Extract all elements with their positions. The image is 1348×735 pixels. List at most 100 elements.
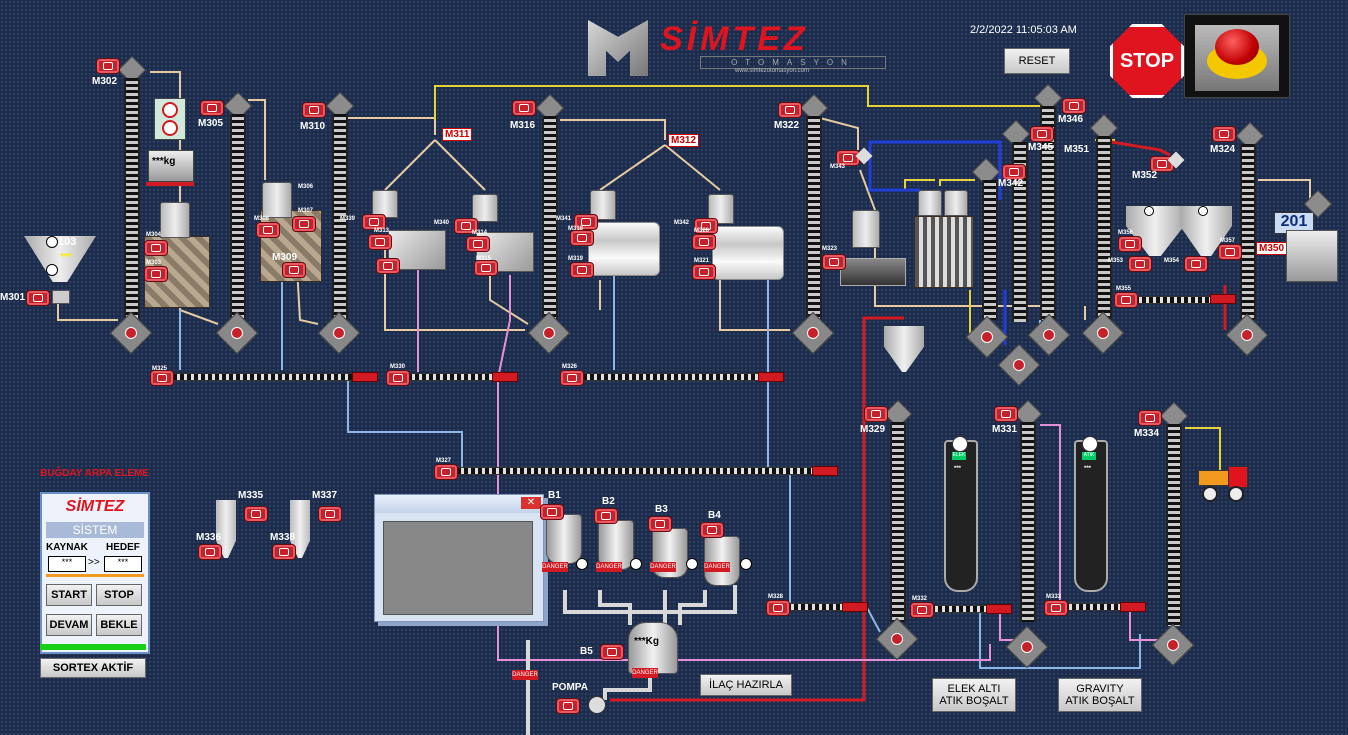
motor-m323[interactable]: [822, 254, 846, 270]
elek-alti-line2: ATIK BOŞALT: [939, 695, 1009, 707]
gate-m326[interactable]: [758, 372, 784, 382]
bekle-button[interactable]: BEKLE: [96, 614, 142, 636]
motor-m340-label: M340: [434, 220, 450, 226]
motor-b5[interactable]: [600, 644, 624, 660]
motor-m342[interactable]: [1002, 164, 1026, 180]
motor-b2[interactable]: [594, 508, 618, 524]
motor-m314[interactable]: [466, 236, 490, 252]
ilac-hazirla-button[interactable]: İLAÇ HAZIRLA: [700, 674, 792, 696]
silo-m336-icon: [216, 500, 236, 558]
motor-m345-label: M345: [1028, 142, 1054, 153]
elevator-2: [230, 114, 246, 320]
pump-motor[interactable]: [556, 698, 580, 714]
motor-m325[interactable]: [150, 370, 174, 386]
motor-m303[interactable]: [144, 266, 168, 282]
motor-m336[interactable]: [198, 544, 222, 560]
motor-m320[interactable]: [692, 234, 716, 250]
motor-m319[interactable]: [570, 262, 594, 278]
motor-m330-label: M330: [390, 364, 406, 370]
mix-tank-reading: ***Kg: [634, 636, 660, 647]
motor-m304[interactable]: [144, 240, 168, 256]
motor-m334[interactable]: [1138, 410, 1162, 426]
popup-titlebar[interactable]: [375, 495, 543, 513]
motor-m355[interactable]: [1114, 292, 1138, 308]
motor-m310[interactable]: [302, 102, 326, 118]
motor-m326[interactable]: [560, 370, 584, 386]
gate-m325[interactable]: [352, 372, 378, 382]
roller-mill-1: [588, 222, 660, 276]
motor-m313[interactable]: [368, 234, 392, 250]
gate-m332[interactable]: [986, 604, 1012, 614]
splitter-m312[interactable]: M312: [668, 134, 700, 147]
motor-m324[interactable]: [1212, 126, 1236, 142]
panel-hedef-field[interactable]: ***: [104, 556, 142, 572]
motor-b1[interactable]: [540, 504, 564, 520]
panel-kaynak-field[interactable]: ***: [48, 556, 86, 572]
motor-m307[interactable]: [292, 216, 316, 232]
motor-m322[interactable]: [778, 102, 802, 118]
motor-m316[interactable]: [512, 100, 536, 116]
devam-button[interactable]: DEVAM: [46, 614, 92, 636]
motor-m333[interactable]: [1044, 600, 1068, 616]
motor-m302[interactable]: [96, 58, 120, 74]
gate-m327[interactable]: [812, 466, 838, 476]
motor-m336-label: M336: [196, 532, 222, 543]
motor-m305[interactable]: [200, 100, 224, 116]
motor-m309[interactable]: [282, 262, 306, 278]
motor-m352-label: M352: [1132, 170, 1158, 181]
gravity-button[interactable]: GRAVITY ATIK BOŞALT: [1058, 678, 1142, 712]
gate-m333[interactable]: [1120, 602, 1146, 612]
splitter-m311[interactable]: M311: [442, 128, 473, 141]
motor-m353[interactable]: [1128, 256, 1152, 272]
stop-button[interactable]: STOP: [96, 584, 142, 606]
elek-alti-button[interactable]: ELEK ALTI ATIK BOŞALT: [932, 678, 1016, 712]
popup-window[interactable]: ✕: [374, 494, 544, 622]
conveyor-m333: [1064, 603, 1122, 611]
gate-m328[interactable]: [842, 602, 868, 612]
emergency-stop-button[interactable]: [1184, 14, 1290, 98]
motor-m350-label: M350: [1256, 242, 1288, 255]
stop-sign-button[interactable]: STOP: [1110, 24, 1184, 98]
motor-m346[interactable]: [1062, 98, 1086, 114]
elek-alti-line1: ELEK ALTI: [947, 683, 1001, 695]
motor-m343[interactable]: [836, 150, 860, 166]
motor-m354-label: M354: [1164, 258, 1180, 264]
motor-m327[interactable]: [434, 464, 458, 480]
reset-button[interactable]: RESET: [1004, 48, 1070, 74]
motor-m328[interactable]: [766, 600, 790, 616]
motor-m338[interactable]: [272, 544, 296, 560]
tank-b2-label: B2: [602, 496, 615, 507]
motor-m331[interactable]: [994, 406, 1018, 422]
motor-m330[interactable]: [386, 370, 410, 386]
motor-m301[interactable]: [26, 290, 50, 306]
motor-m308[interactable]: [256, 222, 280, 238]
motor-m318[interactable]: [570, 230, 594, 246]
motor-m337[interactable]: [318, 506, 342, 522]
motor-m354[interactable]: [1184, 256, 1208, 272]
motor-m316-label: M316: [510, 120, 536, 131]
motor-m341[interactable]: [574, 214, 598, 230]
motor-m357[interactable]: [1218, 244, 1242, 260]
motor-m329[interactable]: [864, 406, 888, 422]
start-button[interactable]: START: [46, 584, 92, 606]
motor-m321[interactable]: [692, 264, 716, 280]
scale-icon: [148, 150, 194, 182]
popup-close-icon[interactable]: ✕: [521, 497, 541, 509]
motor-b3[interactable]: [648, 516, 672, 532]
conveyor-m323-icon: [840, 258, 906, 286]
silo-201-badge: 201: [1274, 212, 1314, 234]
motor-m340[interactable]: [454, 218, 478, 234]
motor-m332[interactable]: [910, 602, 934, 618]
motor-m342b[interactable]: [694, 218, 718, 234]
motor-m339[interactable]: [362, 214, 386, 230]
motor-m315b[interactable]: [474, 260, 498, 276]
motor-b4[interactable]: [700, 522, 724, 538]
sortex-aktif-button[interactable]: SORTEX AKTİF: [40, 658, 146, 678]
column-elek-label: ELEK: [952, 452, 966, 460]
motor-m356[interactable]: [1118, 236, 1142, 252]
gate-m330[interactable]: [492, 372, 518, 382]
motor-m345[interactable]: [1030, 126, 1054, 142]
motor-m315[interactable]: [376, 258, 400, 274]
gate-m355[interactable]: [1210, 294, 1236, 304]
motor-m335[interactable]: [244, 506, 268, 522]
